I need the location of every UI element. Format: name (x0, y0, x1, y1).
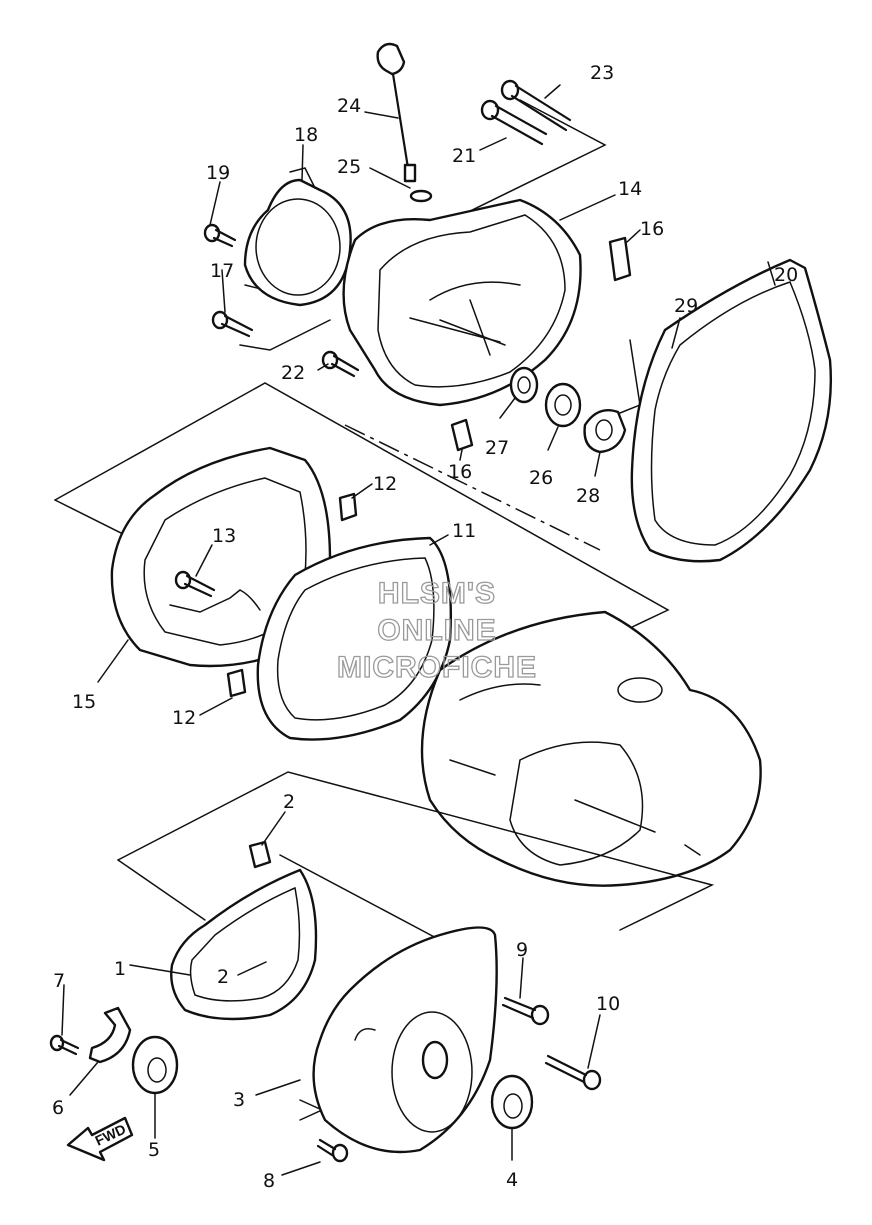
bolt-7 (49, 1034, 80, 1056)
middle-group: HLSM'S ONLINE MICROFICHE (54, 382, 762, 887)
callout-29: 29 (674, 295, 698, 317)
dowel-pin-16b (450, 418, 474, 452)
callout-5: 5 (148, 1139, 160, 1161)
callout-16b: 16 (448, 461, 472, 483)
callout-7: 7 (53, 970, 65, 992)
crankcase-block (420, 610, 762, 887)
callout-21: 21 (452, 145, 476, 167)
bolt-13 (174, 570, 216, 598)
watermark: HLSM'S ONLINE MICROFICHE (336, 576, 537, 684)
bolt-9 (501, 996, 550, 1026)
callout-12b: 12 (172, 707, 196, 729)
watermark-line2: ONLINE (377, 614, 496, 647)
callout-23: 23 (590, 62, 614, 84)
oil-seal-5 (131, 1035, 179, 1095)
dowel-pin-2a (248, 840, 272, 869)
callout-22: 22 (281, 362, 305, 384)
bolt-10 (544, 1054, 602, 1091)
watermark-line1: HLSM'S (378, 577, 496, 610)
leader-lines (61, 84, 776, 1176)
plate-28 (583, 408, 627, 454)
top-group (203, 42, 833, 563)
dipstick (376, 42, 417, 183)
gasket-1 (170, 868, 318, 1021)
bolt-19 (203, 223, 237, 248)
gasket-11 (256, 536, 453, 741)
callout-19: 19 (206, 162, 230, 184)
oil-seal-4 (490, 1074, 534, 1130)
callout-2a: 2 (283, 791, 295, 813)
generator-cover (243, 167, 352, 307)
callout-13: 13 (212, 525, 236, 547)
callout-28: 28 (576, 485, 600, 507)
bolt-17 (211, 310, 254, 338)
dowel-pin-12a (338, 492, 358, 522)
callout-25: 25 (337, 156, 361, 178)
callout-11: 11 (452, 520, 476, 542)
callout-27: 27 (485, 437, 509, 459)
o-ring (409, 189, 433, 203)
forward-direction-arrow-icon: FWD (66, 1116, 134, 1162)
crankcase-cover (342, 198, 582, 407)
callout-26: 26 (529, 467, 553, 489)
callout-1: 1 (114, 958, 126, 980)
bearing-27 (509, 366, 539, 404)
callout-labels: 1 2 2 3 4 5 6 7 8 9 10 11 12 12 13 14 15… (52, 62, 798, 1192)
callout-9: 9 (516, 939, 528, 961)
dowel-pin-12b (226, 668, 247, 698)
watermark-line3: MICROFICHE (337, 651, 537, 684)
dowel-pin-16a (608, 236, 632, 282)
callout-16a: 16 (640, 218, 664, 240)
callout-18: 18 (294, 124, 318, 146)
callout-8: 8 (263, 1170, 275, 1192)
plate-6 (88, 1006, 132, 1064)
callout-24: 24 (337, 95, 361, 117)
bolt-21 (480, 99, 548, 146)
callout-3: 3 (233, 1089, 245, 1111)
callout-12a: 12 (373, 473, 397, 495)
bolt-22 (321, 350, 360, 378)
callout-15: 15 (72, 691, 96, 713)
bolt-23 (500, 79, 572, 132)
callout-6: 6 (52, 1097, 64, 1119)
callout-10: 10 (596, 993, 620, 1015)
bolt-8 (316, 1138, 349, 1163)
callout-14: 14 (618, 178, 642, 200)
gasket-20 (630, 258, 833, 563)
bottom-group: FWD (49, 771, 715, 1163)
right-cover (312, 926, 498, 1154)
bearing-26 (544, 382, 582, 428)
callout-2b: 2 (217, 966, 229, 988)
callout-20: 20 (774, 264, 798, 286)
callout-17: 17 (210, 260, 234, 282)
callout-4: 4 (506, 1169, 518, 1191)
